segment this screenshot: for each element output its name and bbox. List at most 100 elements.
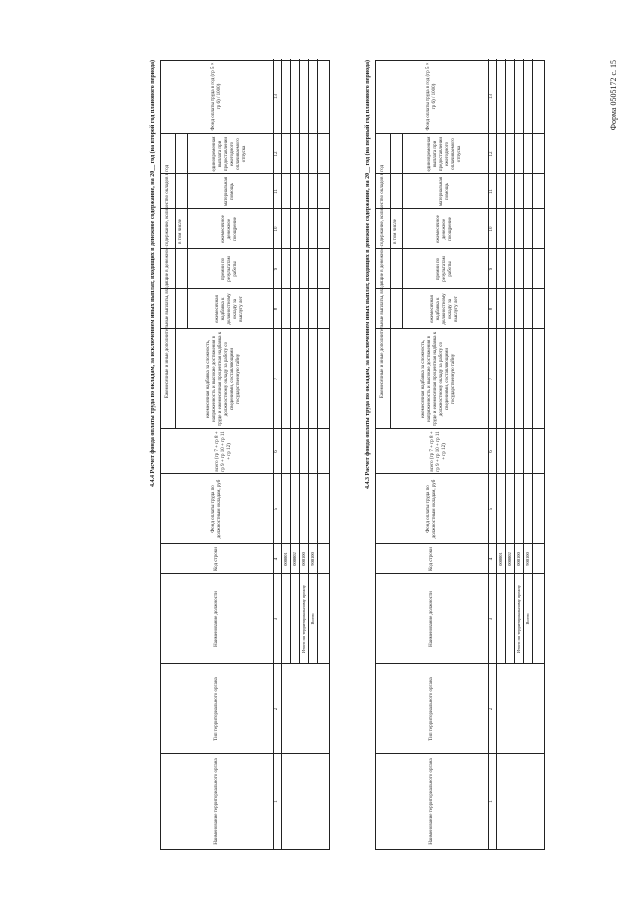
column-number-text: 9	[274, 267, 279, 271]
header-col-13: Фонд оплаты труда в год (гр 5 × гр 6) / …	[376, 59, 488, 134]
row-code-text: 000002	[506, 552, 512, 566]
column-number-text: 8	[274, 307, 279, 311]
row-code: 000002	[505, 544, 514, 574]
header-col-13-text: Фонд оплаты труда в год (гр 5 × гр 6) / …	[426, 62, 437, 131]
row-code-text: 000100	[515, 552, 521, 566]
header-col-13-text: Фонд оплаты труда в год (гр 5 × гр 6) / …	[211, 62, 222, 131]
header-col-10: ежемесячное денежное поощрение	[402, 209, 488, 249]
column-number: 7	[488, 329, 496, 429]
header-subgroup-text: в том числе	[393, 219, 398, 244]
header-col-9: премии по результатам работы	[187, 249, 273, 289]
header-subgroup: в том числе	[175, 134, 187, 329]
header-fund-text: Фонд оплаты труда по должностным окладам…	[211, 479, 222, 539]
calculation-table: Наименование территориального органа Тип …	[375, 59, 545, 850]
column-number: 13	[488, 59, 496, 134]
column-number: 6	[488, 429, 496, 474]
row-code: 000001	[281, 544, 290, 574]
header-col-11-text: материальная помощь	[224, 176, 235, 207]
header-group-text: Ежемесячные и иные дополнительные выплат…	[165, 164, 170, 399]
column-number-text: 12	[489, 151, 494, 157]
column-number: 8	[273, 289, 281, 329]
column-number: 2	[488, 664, 496, 754]
column-number-text: 10	[489, 226, 494, 232]
column-number-text: 2	[274, 707, 279, 711]
column-number-text: 12	[274, 151, 279, 157]
row-code-text: 000002	[291, 552, 297, 566]
header-col-9-text: премии по результатам работы	[436, 256, 453, 282]
header-fund-text: Фонд оплаты труда по должностным окладам…	[426, 479, 437, 539]
row-code: 900100	[308, 544, 317, 574]
header-total-text: всего (гр 7 + гр 8 + гр 9 + гр 10 + гр 1…	[215, 431, 232, 472]
header-col-10-text: ежемесячное денежное поощрение	[221, 215, 238, 243]
column-number: 3	[273, 574, 281, 664]
header-code: Код строки	[161, 544, 273, 574]
header-col-11-text: материальная помощь	[439, 176, 450, 207]
column-number-text: 4	[274, 557, 279, 561]
header-col-11: материальная помощь	[187, 174, 273, 209]
calculation-table: Наименование территориального органа Тип …	[160, 59, 330, 850]
total-territorial-label: Итого по территориальному органу	[514, 574, 523, 664]
header-code: Код строки	[376, 544, 488, 574]
header-col-9: премии по результатам работы	[402, 249, 488, 289]
header-position-text: Наименование должности	[429, 591, 434, 647]
header-territorial-name: Наименование территориального органа	[376, 754, 488, 849]
header-fund: Фонд оплаты труда по должностным окладам…	[376, 474, 488, 544]
column-number: 11	[488, 174, 496, 209]
column-number-text: 5	[489, 507, 494, 511]
header-col-12-text: единовременная выплата при предоставлени…	[212, 136, 247, 172]
column-number-text: 11	[274, 189, 279, 194]
header-col-11: материальная помощь	[402, 174, 488, 209]
row-code-text: 000100	[300, 552, 306, 566]
header-position-text: Наименование должности	[214, 591, 219, 647]
header-col-8: ежемесячная надбавка к должностному окла…	[402, 289, 488, 329]
column-number: 8	[488, 289, 496, 329]
header-group-text: Ежемесячные и иные дополнительные выплат…	[380, 164, 385, 399]
row-code: 000002	[290, 544, 299, 574]
header-territorial-name-text: Наименование территориального органа	[214, 758, 219, 845]
header-col-12-text: единовременная выплата при предоставлени…	[427, 136, 462, 172]
header-group: Ежемесячные и иные дополнительные выплат…	[376, 134, 390, 429]
row-code-text: 900100	[524, 552, 530, 566]
column-number: 4	[273, 544, 281, 574]
row-code: 000001	[496, 544, 505, 574]
column-number: 4	[488, 544, 496, 574]
header-col-10-text: ежемесячное денежное поощрение	[436, 215, 453, 243]
header-col-7: ежемесячная надбавка за сложность, напря…	[175, 329, 273, 429]
total-all-label: Всего	[523, 574, 532, 664]
header-total: всего (гр 7 + гр 8 + гр 9 + гр 10 + гр 1…	[175, 429, 273, 474]
column-number: 11	[273, 174, 281, 209]
column-number-text: 6	[274, 450, 279, 453]
column-number-text: 3	[489, 617, 494, 621]
row-code-text: 000001	[497, 552, 503, 566]
header-total-text: всего (гр 7 + гр 8 + гр 9 + гр 10 + гр 1…	[430, 431, 447, 472]
column-number: 1	[273, 754, 281, 849]
header-col-12: единовременная выплата при предоставлени…	[402, 134, 488, 174]
column-number-text: 3	[274, 617, 279, 621]
form-code: Форма 0505172 с. 15	[609, 60, 618, 131]
column-number-text: 7	[274, 377, 279, 381]
header-territorial-name: Наименование территориального органа	[161, 754, 273, 849]
column-number-text: 4	[489, 557, 494, 561]
header-col-8-text: ежемесячная надбавка к должностному окла…	[215, 293, 244, 325]
column-number-text: 2	[489, 707, 494, 711]
header-territorial-type: Тип территориального органа	[376, 664, 488, 754]
column-number: 12	[273, 134, 281, 174]
header-col-7: ежемесячная надбавка за сложность, напря…	[390, 329, 488, 429]
header-territorial-type-text: Тип территориального органа	[214, 677, 219, 741]
column-number: 3	[488, 574, 496, 664]
header-subgroup-text: в том числе	[178, 219, 183, 244]
header-territorial-name-text: Наименование территориального органа	[429, 758, 434, 845]
column-number-text: 1	[489, 800, 494, 803]
header-total: всего (гр 7 + гр 8 + гр 9 + гр 10 + гр 1…	[390, 429, 488, 474]
header-position: Наименование должности	[161, 574, 273, 664]
header-col-12: единовременная выплата при предоставлени…	[187, 134, 273, 174]
header-col-13: Фонд оплаты труда в год (гр 5 × гр 6) / …	[161, 59, 273, 134]
row-code: 900100	[523, 544, 532, 574]
total-all-label-text: Всего	[524, 613, 530, 625]
column-number-text: 8	[489, 307, 494, 311]
row-code-text: 900100	[309, 552, 315, 566]
header-col-10: ежемесячное денежное поощрение	[187, 209, 273, 249]
total-all-label-text: Всего	[309, 613, 315, 625]
column-number: 9	[273, 249, 281, 289]
total-territorial-label-text: Итого по территориальному органу	[515, 584, 521, 654]
